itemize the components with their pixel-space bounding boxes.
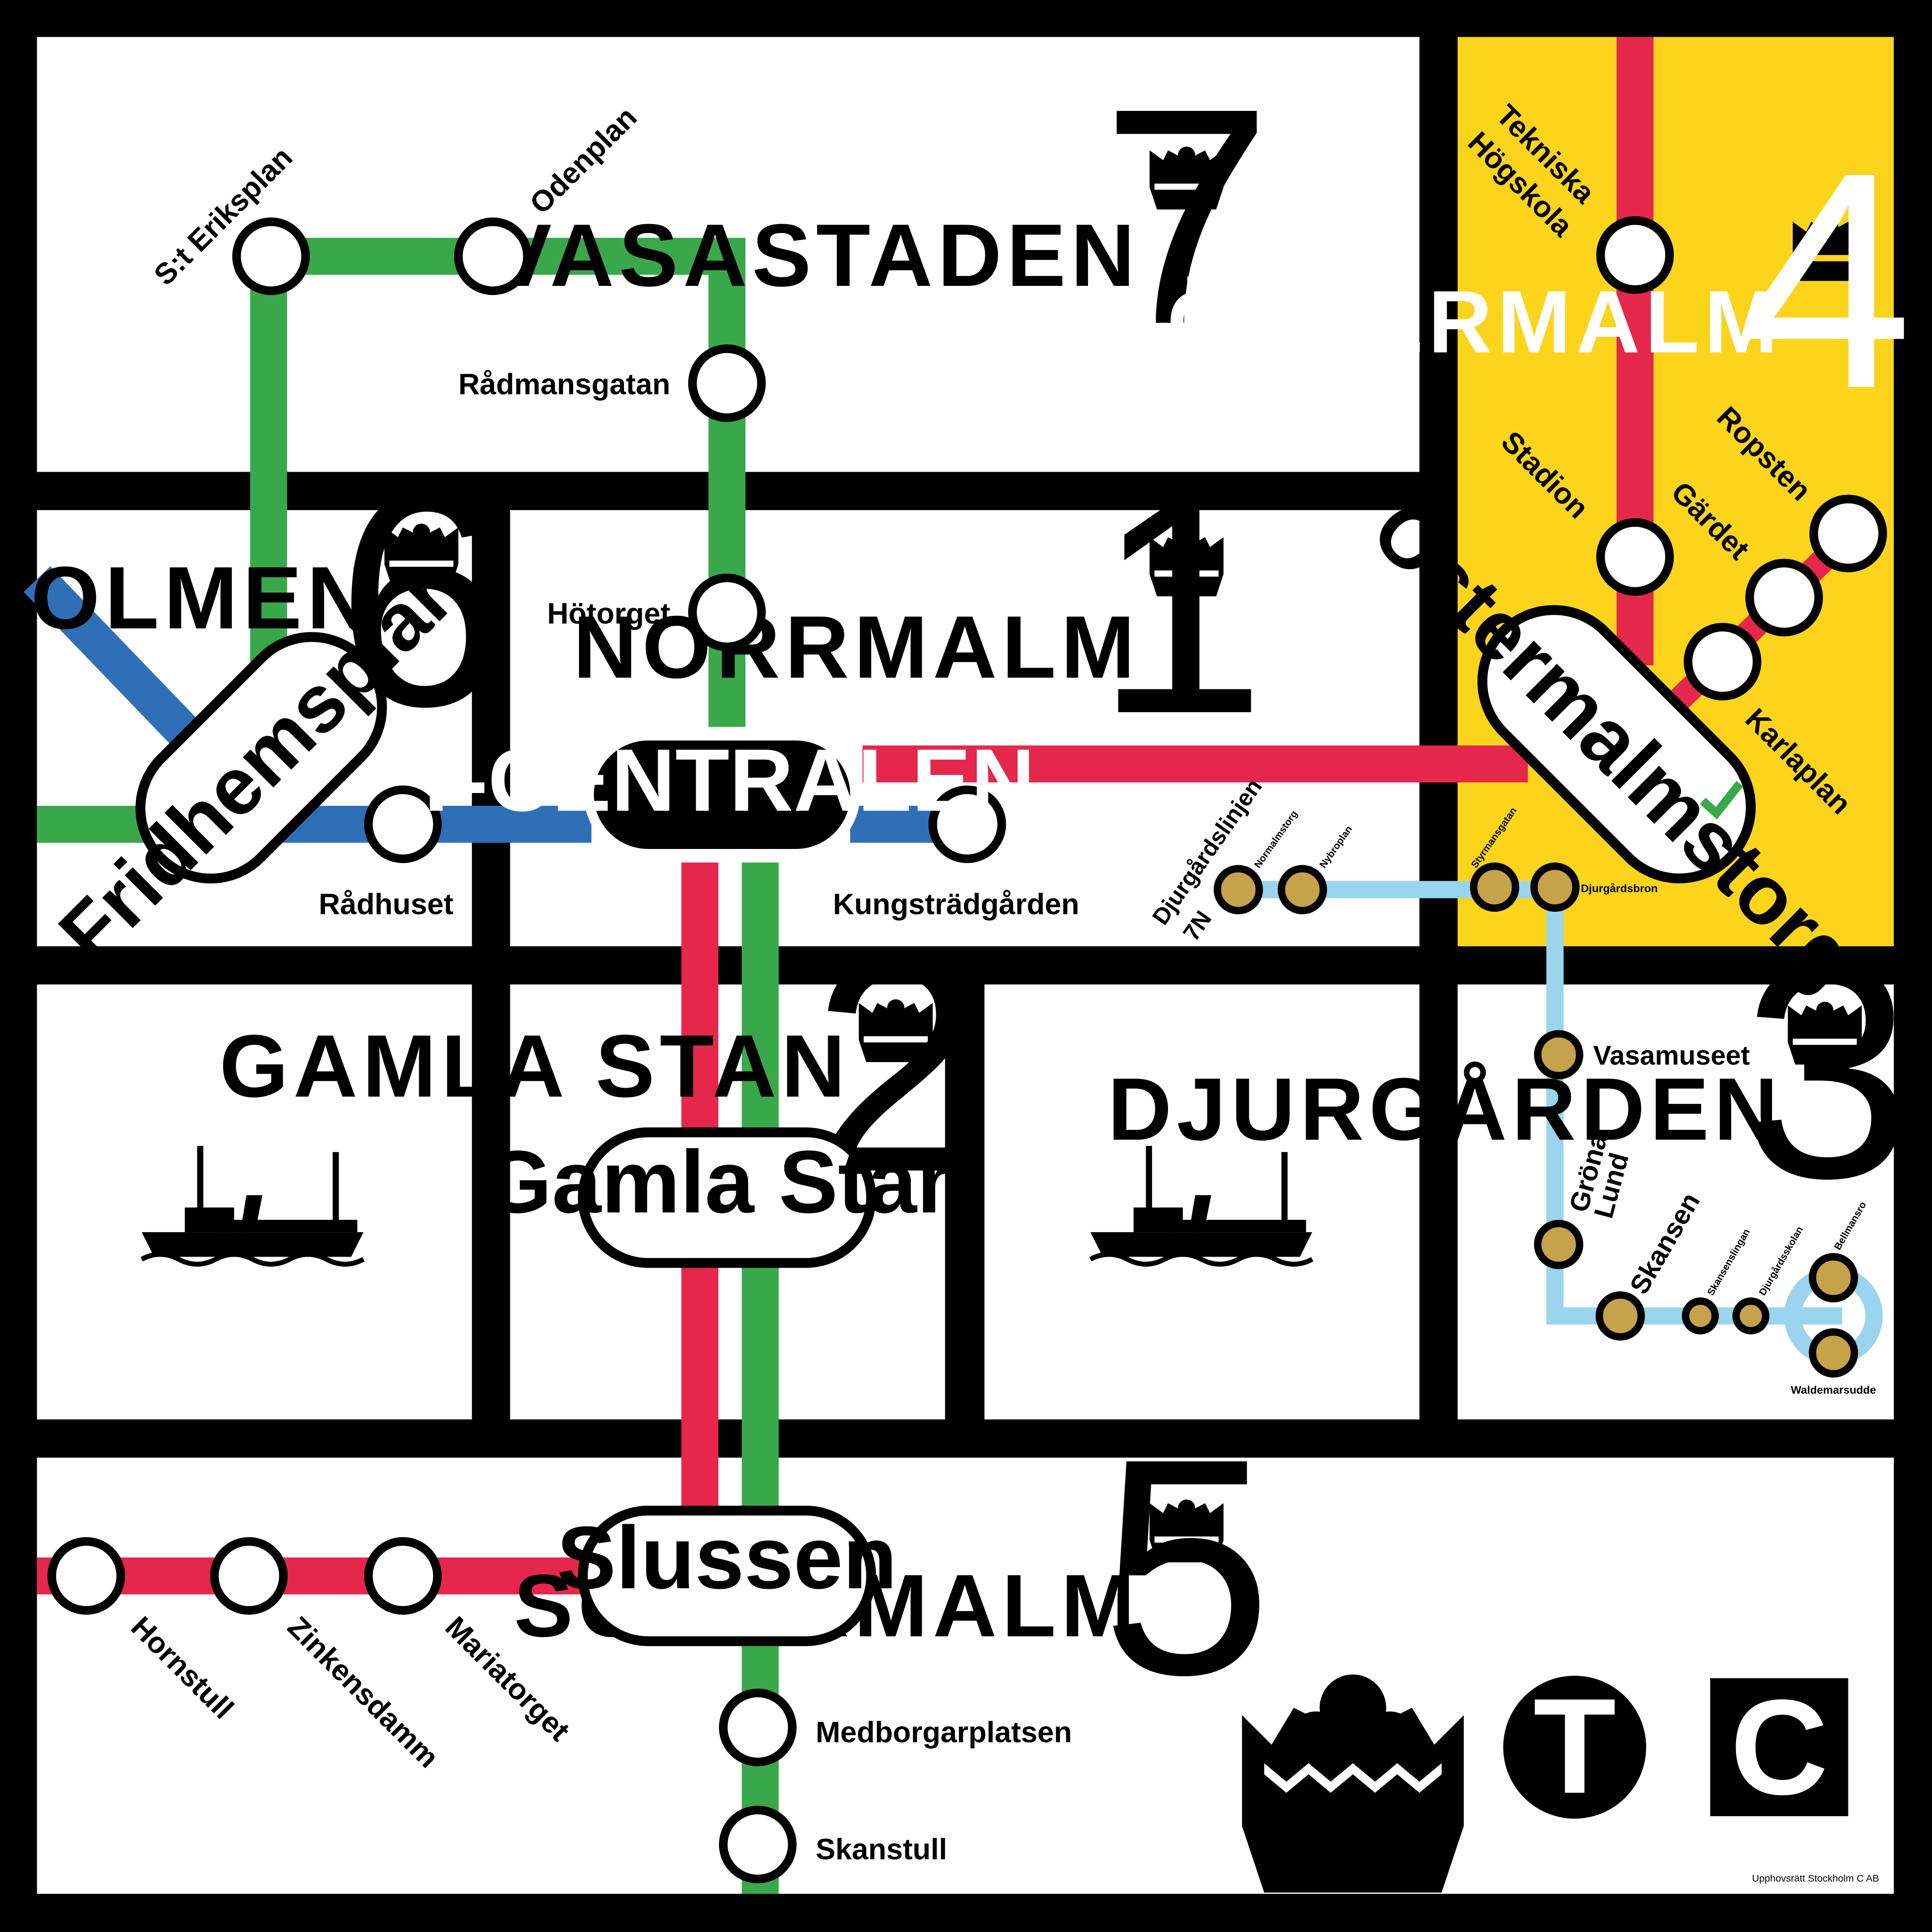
station-tekniska-hogskola[interactable] <box>1596 216 1674 294</box>
c-logo-letter: C <box>1730 1672 1828 1823</box>
ferry-stop-djurgardsskolan[interactable] <box>1732 1297 1770 1335</box>
district-name: KUNGSHOLMEN <box>0 549 376 648</box>
district-name: NORRMALM <box>573 598 1140 697</box>
district-number: 1 <box>1095 433 1266 778</box>
hub-label: T-CENTRALEN <box>409 731 1035 830</box>
station-stadion[interactable] <box>1596 518 1674 596</box>
station-ropsten[interactable] <box>1809 494 1887 573</box>
ferry-stop-djurgardsbron[interactable] <box>1530 862 1580 912</box>
c-logo-icon: C <box>1710 1672 1848 1823</box>
cell-norrmalm <box>510 510 1420 947</box>
ferry-stop-vasamuseet[interactable] <box>1534 1030 1583 1079</box>
district-ostermalm: ÖSTERMALM 4 <box>1167 108 1913 452</box>
ferry-stop-skansenslingan[interactable] <box>1682 1297 1719 1335</box>
station-st-eriksplan[interactable] <box>232 217 310 295</box>
station-mariatorget[interactable] <box>364 1537 442 1615</box>
green-line-north <box>269 238 746 727</box>
district-name: DJURGÅRDEN <box>1108 1060 1783 1159</box>
station-zinkensdamm[interactable] <box>210 1537 288 1615</box>
hub-tcentralen[interactable]: T-CENTRALEN <box>409 730 1035 859</box>
district-djurgarden: DJURGÅRDEN 3 <box>1108 898 1913 1242</box>
station-medborgarplatsen[interactable] <box>719 1688 797 1767</box>
station-hotorget[interactable] <box>688 574 766 651</box>
station-kungstradgarden[interactable] <box>928 785 1006 864</box>
label-ferry-waldemarsudde: Waldemarsudde <box>1791 1384 1876 1396</box>
station-odenplan[interactable] <box>454 217 532 295</box>
t-logo-letter: T <box>1533 1671 1616 1822</box>
label-hotorget: Hötorget <box>547 597 670 630</box>
district-name: GAMLA STAN <box>220 1017 850 1116</box>
district-number: 5 <box>1101 1394 1272 1739</box>
label-radhuset: Rådhuset <box>319 888 453 921</box>
district-vasastaden: VASASTADEN 7 <box>493 44 1273 388</box>
label-radmansgatan: Rådmansgatan <box>459 368 670 401</box>
ferry-stop-skansen[interactable] <box>1595 1291 1645 1341</box>
district-number: 7 <box>1101 44 1272 388</box>
label-ferry-vasamuseet: Vasamuseet <box>1593 1040 1750 1070</box>
district-number: 4 <box>1742 108 1913 452</box>
hub-label: Slussen <box>557 1508 897 1608</box>
crown-logo-icon <box>1242 1674 1464 1893</box>
district-name: VASASTADEN <box>493 206 1140 305</box>
station-radmansgatan[interactable] <box>688 344 766 422</box>
station-karlaplan[interactable] <box>1683 623 1762 701</box>
red-line-ropsten <box>1642 527 1857 736</box>
hub-label: Gamla Stan <box>483 1133 971 1232</box>
hub-slussen[interactable]: Slussen <box>557 1505 897 1647</box>
station-radhuset[interactable] <box>364 785 442 864</box>
t-logo-icon: T <box>1503 1671 1647 1822</box>
label-ferry-djurgardsbron: Djurgårdsbron <box>1581 883 1657 895</box>
check-icon <box>1700 781 1743 820</box>
copyright-text: Upphovsrätt Stockholm C AB <box>1752 1872 1879 1884</box>
station-skanstull[interactable] <box>719 1806 797 1883</box>
label-kungstradgarden: Kungsträdgården <box>833 888 1079 921</box>
district-number: 3 <box>1742 898 1913 1242</box>
station-gardet[interactable] <box>1745 559 1823 637</box>
blue-line-northwest <box>24 566 211 759</box>
district-norrmalm: NORRMALM 1 <box>573 433 1266 778</box>
station-hornstull[interactable] <box>47 1537 125 1615</box>
hub-gamla-stan[interactable]: Gamla Stan <box>483 1127 971 1268</box>
ferry-stop-normalmstorg[interactable] <box>1213 865 1263 914</box>
label-medborgarplatsen: Medborgarplatsen <box>816 1715 1072 1748</box>
ferry-stop-styrmansgatan[interactable] <box>1470 862 1519 912</box>
label-skanstull: Skanstull <box>816 1832 947 1866</box>
ferry-stop-grona-lund[interactable] <box>1534 1219 1583 1269</box>
district-name: ÖSTERMALM <box>1167 272 1783 371</box>
ferry-stop-bellmansro[interactable] <box>1808 1253 1858 1303</box>
cell-sodermalm <box>37 1458 1894 1894</box>
ferry-stop-waldemarsudde[interactable] <box>1808 1328 1858 1378</box>
ferry-stop-nybroplan[interactable] <box>1278 865 1327 914</box>
